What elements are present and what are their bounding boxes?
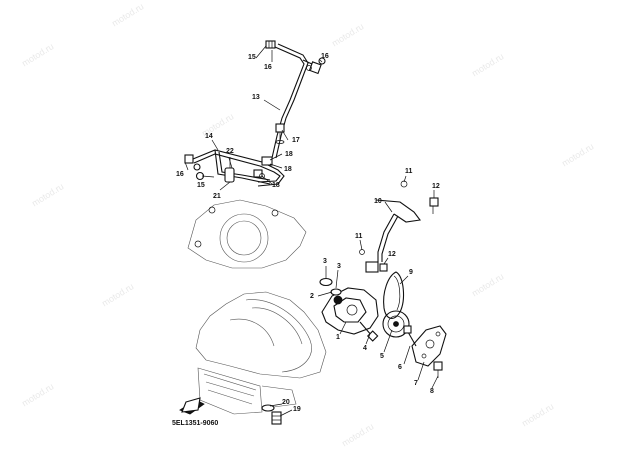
callout-8: 8 <box>430 388 434 395</box>
callout-18: 18 <box>284 166 292 173</box>
callout-5: 5 <box>380 353 384 360</box>
callout-13: 13 <box>252 94 260 101</box>
oil-pump-bolt-4 <box>359 321 379 342</box>
union-bolt-17 <box>275 123 285 144</box>
front-arrow-icon <box>179 397 205 415</box>
callout-3: 3 <box>323 258 327 265</box>
callout-15: 15 <box>248 54 256 61</box>
callout-2: 2 <box>310 293 314 300</box>
oil-delivery-pipe-upper <box>271 43 313 159</box>
callout-22: 22 <box>226 148 234 155</box>
callout-20: 20 <box>282 399 290 406</box>
callout-12: 12 <box>388 251 396 258</box>
bolt-6 <box>403 325 417 347</box>
callout-7: 7 <box>414 380 418 387</box>
pump-cover-7 <box>411 325 447 378</box>
callout-9: 9 <box>409 269 413 276</box>
callout-10: 10 <box>374 198 382 205</box>
callout-18: 18 <box>285 151 293 158</box>
callout-18: 18 <box>272 182 280 189</box>
oil-pump <box>319 277 379 335</box>
callout-11: 11 <box>405 168 413 175</box>
crankcase-cover <box>187 199 307 269</box>
union-bolt-top-right <box>306 57 326 75</box>
callout-14: 14 <box>205 133 213 140</box>
engine-block <box>195 291 327 415</box>
callout-19: 19 <box>293 406 301 413</box>
union-bolt-top-left <box>265 40 276 49</box>
callout-12: 12 <box>432 183 440 190</box>
drain-plug <box>261 404 282 425</box>
pipe-clamp-22 <box>224 157 235 183</box>
drawing-code: 5EL1351-9060 <box>172 420 219 427</box>
callout-11: 11 <box>355 233 363 240</box>
callout-16: 16 <box>264 64 272 71</box>
callout-4: 4 <box>363 345 367 352</box>
callout-21: 21 <box>213 193 221 200</box>
callout-16: 16 <box>176 171 184 178</box>
callout-15: 15 <box>197 182 205 189</box>
callout-6: 6 <box>398 364 402 371</box>
leader-lines <box>184 45 439 417</box>
drive-sprocket <box>382 310 410 338</box>
oil-pipe-lower <box>192 149 285 187</box>
callout-3: 3 <box>337 263 341 270</box>
callout-16: 16 <box>321 53 329 60</box>
callout-17: 17 <box>292 137 300 144</box>
callout-1: 1 <box>336 334 340 341</box>
union-bolt-18-group <box>253 156 273 179</box>
oil-pipe-10 <box>375 180 439 262</box>
